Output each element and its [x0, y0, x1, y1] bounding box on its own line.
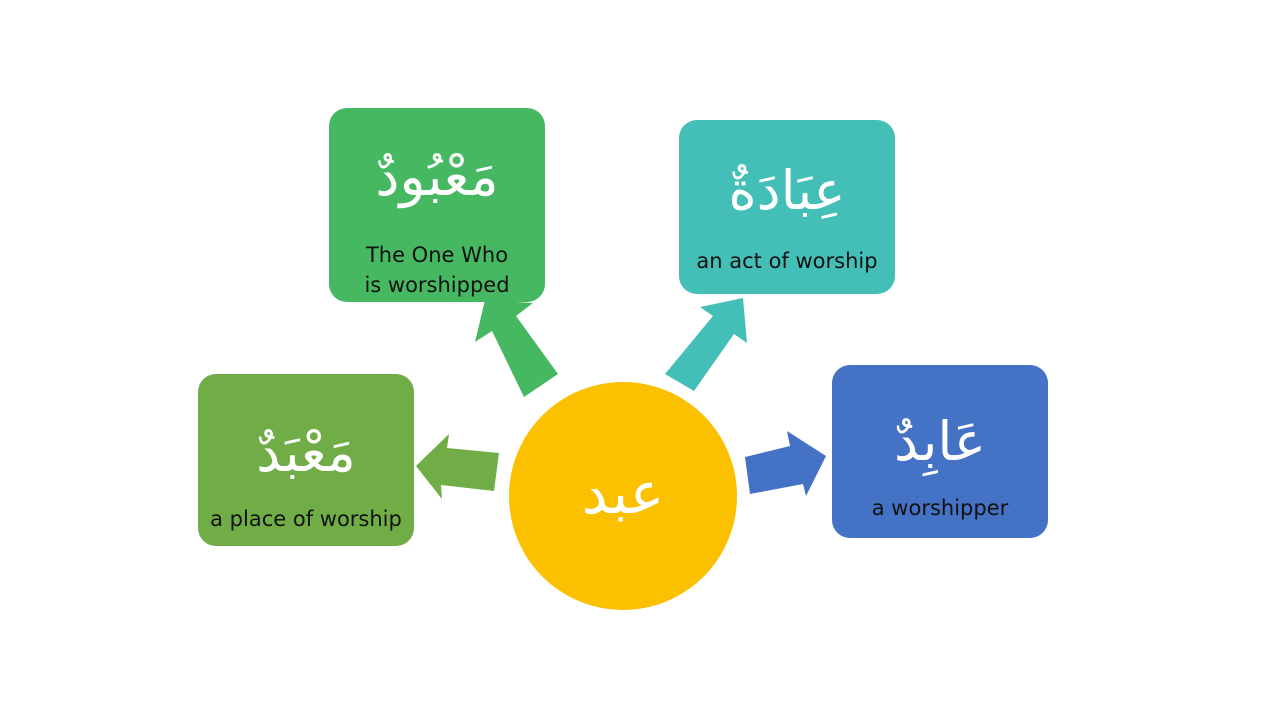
- arrow-to-abid: [745, 431, 826, 496]
- arabic-word-abid: عَابِدٌ: [893, 410, 987, 473]
- derivative-box-mabood: مَعْبُودٌ The One Who is worshipped: [329, 108, 545, 302]
- arrow-to-mabood: [475, 300, 558, 397]
- gloss-mabood-line1: The One Who: [365, 243, 509, 267]
- derivative-box-ibadah: عِبَادَةٌ an act of worship: [679, 120, 895, 294]
- arrow-to-ibadah: [665, 298, 747, 391]
- gloss-ibadah: an act of worship: [696, 249, 878, 273]
- gloss-mabad: a place of worship: [210, 507, 402, 531]
- root-hub-circle: عبد: [509, 382, 737, 610]
- arabic-word-mabad: مَعْبَدٌ: [256, 421, 356, 484]
- arabic-word-ibadah: عِبَادَةٌ: [728, 159, 846, 222]
- arabic-word-mabood: مَعْبُودٌ: [375, 145, 499, 208]
- arrow-to-mabad: [416, 434, 499, 499]
- derivative-box-abid: عَابِدٌ a worshipper: [832, 365, 1048, 538]
- root-word: عبد: [581, 459, 665, 527]
- gloss-mabood-line2: is worshipped: [364, 273, 510, 297]
- derivative-box-mabad: مَعْبَدٌ a place of worship: [198, 374, 414, 546]
- gloss-mabood: The One Who is worshipped: [329, 240, 545, 300]
- gloss-abid: a worshipper: [871, 496, 1009, 520]
